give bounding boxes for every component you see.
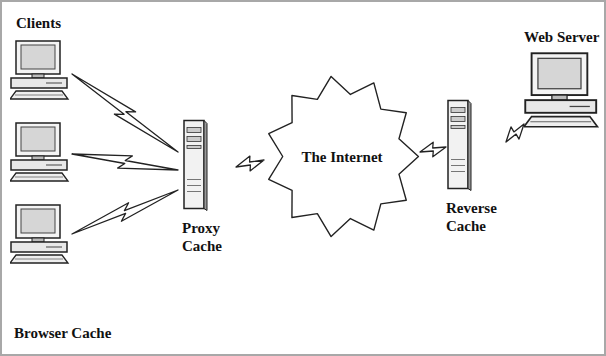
server-node: Web Server — [524, 28, 602, 128]
server-node: Proxy Cache — [182, 118, 236, 255]
wireless-link — [72, 190, 178, 234]
caption-label: Browser Cache — [14, 324, 111, 342]
wireless-link — [72, 74, 178, 152]
server-tower — [182, 118, 208, 213]
node-label: Reverse Cache — [446, 199, 506, 235]
client-computer — [10, 123, 68, 181]
lightning-bolt — [236, 156, 264, 171]
lightning-bolt — [420, 142, 446, 157]
node-label: The Internet — [301, 148, 382, 166]
wireless-link — [236, 156, 264, 171]
client-computer — [10, 205, 68, 263]
server-tower — [446, 98, 472, 193]
node-label: Web Server — [524, 28, 599, 46]
lightning-bolt — [506, 124, 524, 142]
client-computer — [10, 41, 68, 99]
server-computer — [524, 52, 600, 128]
server-node: Reverse Cache — [446, 98, 506, 235]
wireless-link — [420, 142, 446, 157]
caption-label: Clients — [16, 14, 61, 32]
wireless-link — [506, 124, 524, 142]
cloud-node: The Internet — [264, 74, 420, 239]
wireless-link — [72, 154, 178, 170]
node-label: Proxy Cache — [182, 219, 236, 255]
